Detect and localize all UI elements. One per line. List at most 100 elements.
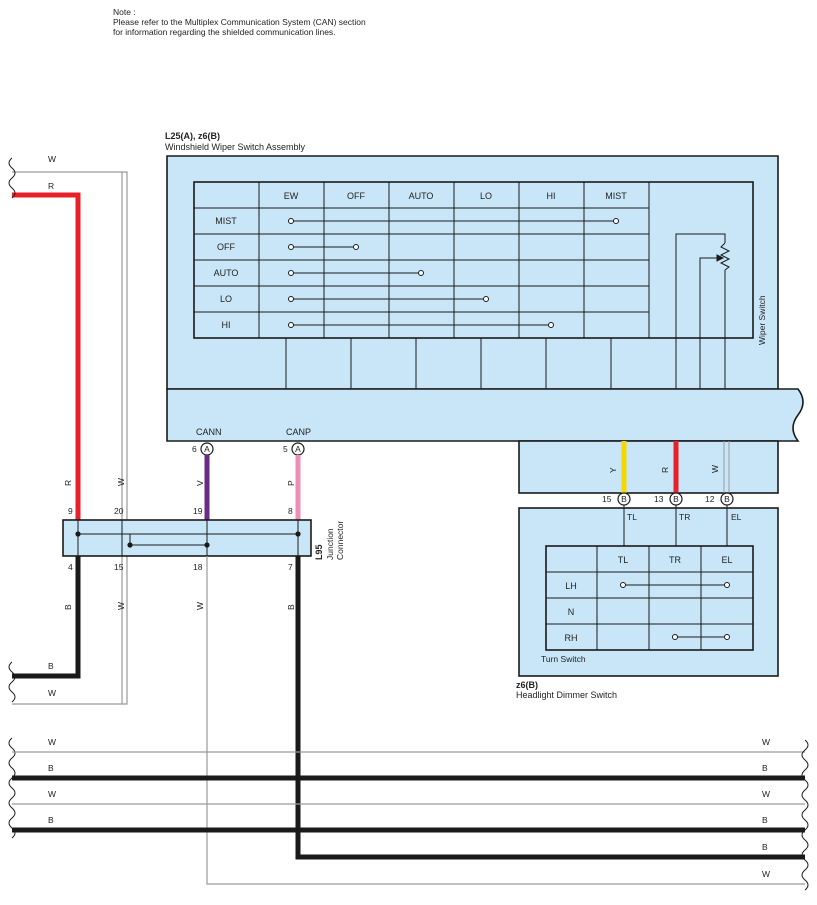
bus-label-w1-left: W bbox=[48, 737, 56, 747]
wiper-row-hi: HI bbox=[222, 320, 231, 330]
jc-pin-18: 18 bbox=[193, 562, 203, 572]
bus-label-b1-left: B bbox=[48, 763, 54, 773]
wire-label-w-hd: W bbox=[710, 465, 720, 473]
wire-label-r-junction: R bbox=[63, 480, 73, 486]
cann-pin-number: 6 bbox=[192, 444, 197, 454]
wiper-col-auto: AUTO bbox=[409, 191, 434, 201]
turn-continuity bbox=[620, 582, 730, 640]
jc-pin-9: 9 bbox=[68, 506, 73, 516]
wire-label-r-top: R bbox=[48, 181, 54, 191]
turn-switch-leads bbox=[623, 505, 728, 546]
bus-label-w2-left: W bbox=[48, 789, 56, 799]
wiper-column-headers: EW OFF AUTO LO HI MIST bbox=[284, 191, 628, 201]
junction-connector-box bbox=[62, 519, 312, 557]
wire-label-v: V bbox=[195, 480, 205, 486]
turn-col-el: EL bbox=[721, 555, 732, 565]
wire-w-pin18 bbox=[206, 556, 805, 885]
bus-label-b1-right: B bbox=[762, 763, 768, 773]
wire-label-b-pin4: B bbox=[63, 604, 73, 610]
wiper-row-headers: MIST OFF AUTO LO HI bbox=[214, 216, 239, 330]
hd-terminal-tl: TL bbox=[627, 512, 637, 522]
junction-splice-dots bbox=[75, 531, 301, 548]
jc-pin-4: 4 bbox=[68, 562, 73, 572]
turn-row-lh: LH bbox=[565, 581, 577, 591]
note-block: Note : Please refer to the Multiplex Com… bbox=[113, 7, 366, 37]
hd-pin-15: 15 bbox=[602, 494, 612, 504]
note-heading: Note : bbox=[113, 7, 136, 17]
wiper-col-off: OFF bbox=[347, 191, 365, 201]
hd-pin-12: 12 bbox=[705, 494, 715, 504]
wiper-row-auto: AUTO bbox=[214, 268, 239, 278]
wire-label-w-pin18: W bbox=[195, 602, 205, 610]
wiper-row-lo: LO bbox=[220, 294, 232, 304]
right-break-marks bbox=[801, 739, 809, 891]
hd-terminal-el: EL bbox=[731, 512, 742, 522]
headlight-dimmer-switch: Y R W 15 13 12 B B B TL TR EL T bbox=[518, 440, 779, 677]
wiper-potentiometer bbox=[675, 233, 731, 389]
wire-label-w-bottom: W bbox=[48, 688, 56, 698]
junction-name-2: Connector bbox=[335, 521, 345, 560]
bottom-bus-wires bbox=[12, 751, 805, 833]
wiper-output-lines bbox=[285, 338, 612, 389]
wire-b-pin7 bbox=[295, 556, 805, 860]
wire-label-b-bottom: B bbox=[48, 661, 54, 671]
wire-b-black-left bbox=[12, 556, 81, 679]
note-line-2: for information regarding the shielded c… bbox=[113, 27, 336, 37]
wiper-continuity bbox=[288, 218, 619, 328]
junction-connector: 9 20 19 8 4 15 18 7 L95 Junction Connect… bbox=[62, 506, 345, 572]
canp-pin-number: 5 bbox=[283, 444, 288, 454]
junction-name-1: Junction bbox=[325, 528, 335, 560]
bus-label-w2-right: W bbox=[762, 789, 770, 799]
wiper-row-off: OFF bbox=[217, 242, 235, 252]
wiper-assembly-name: Windshield Wiper Switch Assembly bbox=[165, 142, 306, 152]
turn-col-tl: TL bbox=[618, 555, 629, 565]
headlight-connector-box bbox=[518, 440, 779, 494]
bus-label-b3-right: B bbox=[762, 842, 768, 852]
wire-w-outer bbox=[12, 171, 128, 705]
turn-col-tr: TR bbox=[669, 555, 681, 565]
wire-label-p: P bbox=[286, 480, 296, 486]
wire-label-b-pin7: B bbox=[286, 604, 296, 610]
wiper-switch-assembly: EW OFF AUTO LO HI MIST MIST OFF AUTO LO … bbox=[166, 155, 804, 442]
wiper-row-mist: MIST bbox=[215, 216, 237, 226]
headlight-code: z6(B) bbox=[516, 680, 538, 690]
wiper-switch-label: Wiper Switch bbox=[757, 295, 767, 345]
note-line-1: Please refer to the Multiplex Communicat… bbox=[113, 17, 366, 27]
wiper-col-ew: EW bbox=[284, 191, 299, 201]
cann-label: CANN bbox=[196, 427, 222, 437]
jc-pin-19: 19 bbox=[193, 506, 203, 516]
hd-pin-13: 13 bbox=[654, 494, 664, 504]
junction-code: L95 bbox=[314, 544, 324, 560]
wiper-table-grid bbox=[194, 182, 650, 338]
wire-label-r-hd: R bbox=[660, 467, 670, 473]
wiper-col-lo: LO bbox=[480, 191, 492, 201]
junction-internal-wiring bbox=[77, 520, 299, 556]
wire-label-w-junction-top: W bbox=[116, 478, 126, 486]
hd-pin-15-conn: B bbox=[621, 494, 627, 504]
jc-pin-8: 8 bbox=[288, 506, 293, 516]
jc-pin-7: 7 bbox=[288, 562, 293, 572]
bus-label-w1-right: W bbox=[762, 737, 770, 747]
hd-terminal-tr: TR bbox=[679, 512, 690, 522]
wire-label-w-pin15: W bbox=[116, 602, 126, 610]
bus-label-w3-right: W bbox=[762, 869, 770, 879]
headlight-name: Headlight Dimmer Switch bbox=[516, 690, 617, 700]
wiper-assembly-code: L25(A), z6(B) bbox=[165, 131, 220, 141]
turn-switch-label: Turn Switch bbox=[541, 654, 586, 664]
jc-pin-20: 20 bbox=[114, 506, 124, 516]
wire-r-red bbox=[12, 192, 81, 520]
bus-label-b2-right: B bbox=[762, 815, 768, 825]
hd-pin-13-conn: B bbox=[673, 494, 679, 504]
left-loop-wires bbox=[12, 171, 128, 705]
wiper-connector-strip bbox=[166, 388, 804, 442]
canp-label: CANP bbox=[286, 427, 311, 437]
wire-label-y: Y bbox=[608, 467, 618, 473]
can-pins: CANN CANP 6 5 A A bbox=[192, 427, 311, 456]
turn-table-grid bbox=[546, 546, 753, 650]
canp-connector-letter: A bbox=[295, 444, 301, 454]
bus-label-b2-left: B bbox=[48, 815, 54, 825]
turn-row-rh: RH bbox=[565, 633, 578, 643]
hd-pin-12-conn: B bbox=[724, 494, 730, 504]
wiper-col-mist: MIST bbox=[605, 191, 627, 201]
